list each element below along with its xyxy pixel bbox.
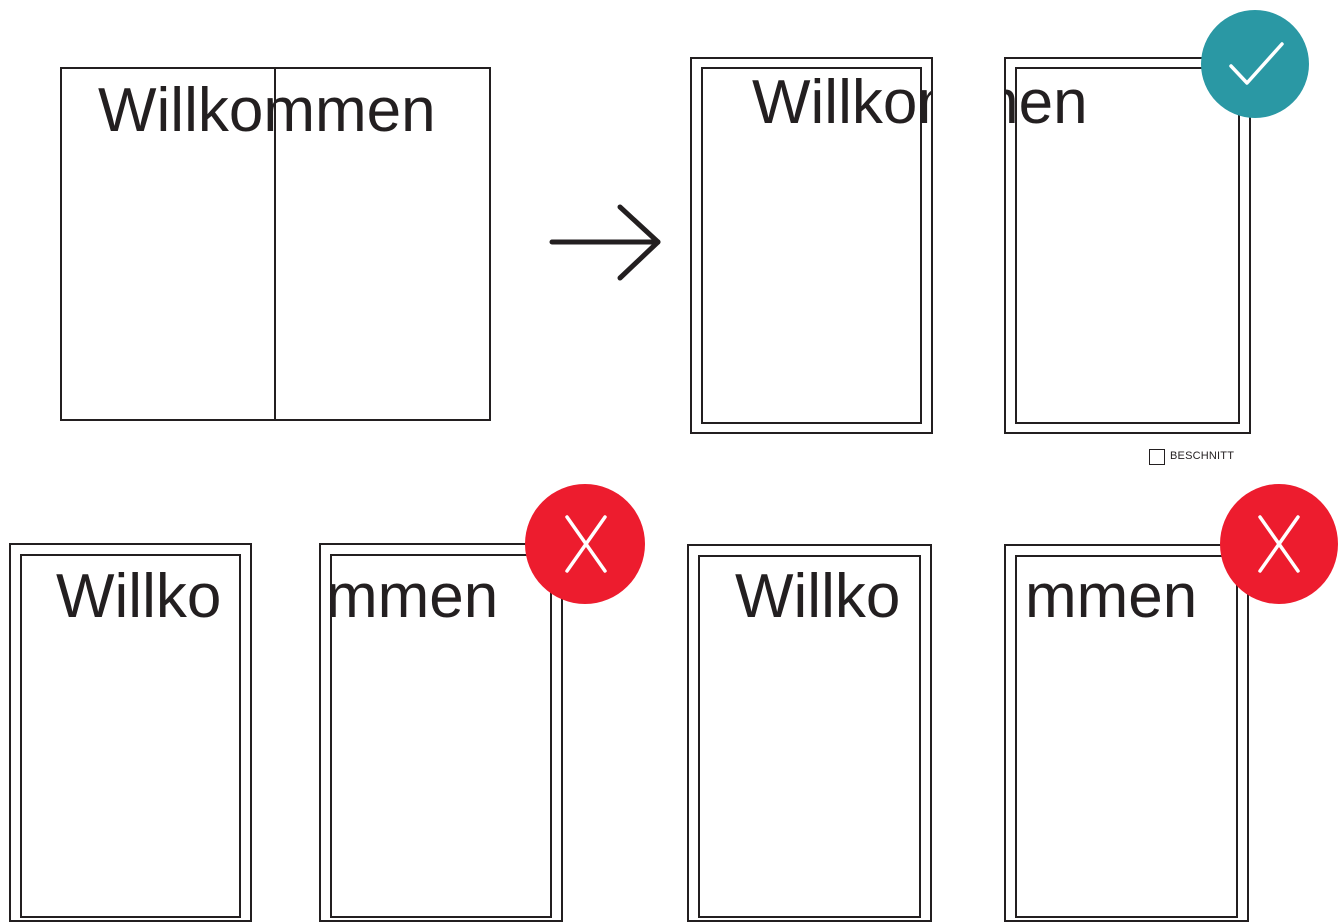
arrow-right-icon <box>549 204 661 281</box>
wrong1-right-page <box>319 543 563 922</box>
correct-left-trim <box>701 67 922 424</box>
correct-badge <box>1201 10 1309 118</box>
correct-left-word: Willkommen <box>752 68 933 137</box>
wrong2-left-word: Willko <box>735 562 901 631</box>
wrong2-right-word: mmen <box>1025 562 1198 631</box>
correct-left-page <box>690 57 933 434</box>
wrong2-right-page <box>1004 544 1249 922</box>
correct-right-trim <box>1015 67 1240 424</box>
x-mark-icon <box>565 515 607 573</box>
correct-right-clip: Willkommen <box>1004 57 1251 434</box>
legend-swatch <box>1149 449 1165 465</box>
wrong2-right-trim <box>1015 555 1238 918</box>
wrong1-left-page <box>9 543 252 922</box>
legend-label: BESCHNITT <box>1170 450 1235 462</box>
wrong1-left-word: Willko <box>56 562 222 631</box>
spread-word: Willkommen <box>98 76 436 145</box>
x-mark-icon <box>1258 515 1300 573</box>
correct-left-clip: Willkommen <box>690 57 933 434</box>
wrong1-left-trim <box>20 554 241 918</box>
wrong2-badge <box>1220 484 1338 604</box>
spread-fold-line <box>274 67 276 421</box>
wrong1-right-word: mmen <box>326 562 499 631</box>
wrong1-right-trim <box>330 554 552 918</box>
wrong2-left-page <box>687 544 932 922</box>
wrong2-left-trim <box>698 555 921 918</box>
correct-right-page <box>1004 57 1251 434</box>
checkmark-icon <box>1229 42 1284 85</box>
wrong1-badge <box>525 484 645 604</box>
correct-right-word: Willkommen <box>1004 68 1088 137</box>
